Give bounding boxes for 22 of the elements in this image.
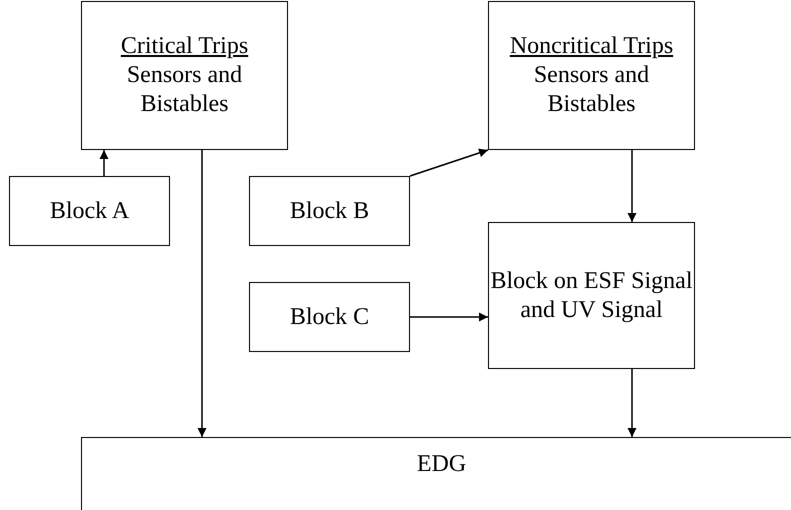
- process-box: [81, 437, 791, 510]
- process-box: [9, 176, 170, 246]
- box-label: Block B: [290, 196, 370, 226]
- process-box: [249, 282, 410, 352]
- box-label: Block on ESF Signal and UV Signal: [489, 266, 694, 324]
- arrow: [410, 148, 488, 177]
- box-heading: Critical Trips: [120, 32, 248, 61]
- box-label: Block A: [50, 196, 130, 226]
- box-label: EDG: [416, 450, 466, 479]
- process-box: [488, 1, 695, 150]
- process-box: [249, 176, 410, 246]
- process-box: [488, 222, 695, 369]
- box-label: Block C: [290, 302, 370, 332]
- process-box: [81, 1, 288, 150]
- arrow: [100, 150, 108, 176]
- arrow: [628, 150, 636, 222]
- arrow: [410, 312, 488, 322]
- arrow: [198, 150, 206, 437]
- box-label: Sensors and Bistables: [532, 61, 650, 119]
- box-heading: Noncritical Trips: [510, 32, 674, 61]
- box-label: Sensors and Bistables: [126, 61, 244, 119]
- arrow: [628, 369, 636, 437]
